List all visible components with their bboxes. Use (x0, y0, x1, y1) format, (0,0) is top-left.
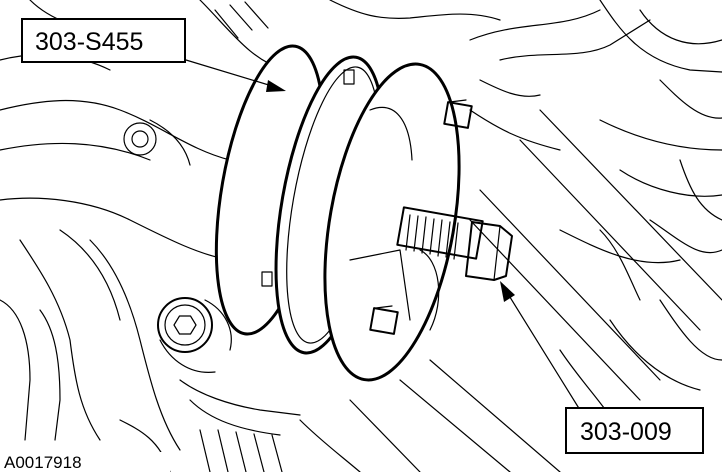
callout-303-009: 303-009 (565, 407, 704, 454)
callout-label-303-s455: 303-S455 (35, 28, 143, 56)
callout-label-303-009: 303-009 (580, 418, 672, 446)
leader-303-009 (500, 281, 581, 411)
figure-id: A0017918 (4, 453, 82, 472)
callout-303-s455: 303-S455 (21, 18, 186, 63)
leader-303-s455 (185, 59, 286, 92)
tool-303-s455 (214, 44, 473, 382)
tool-nut-lower (369, 305, 399, 335)
tool-nut-upper (443, 99, 473, 129)
tool-303-009-screw (396, 206, 513, 281)
